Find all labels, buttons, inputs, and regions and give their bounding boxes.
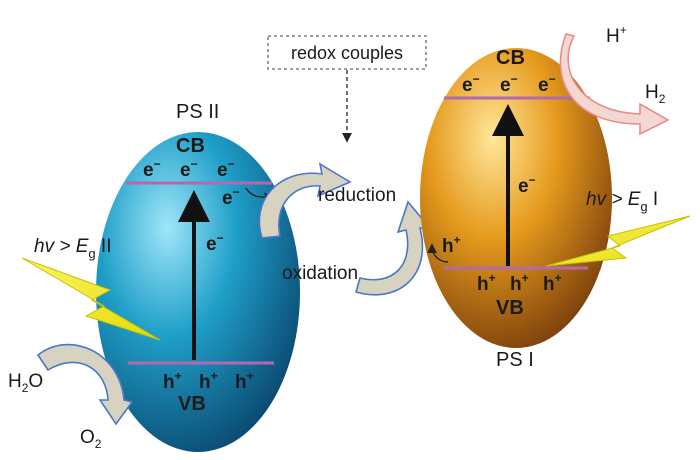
ps2-sphere [96, 132, 300, 452]
ps1-group: CB e− e− e− e− h+ h+ h+ h+ VB PS I hv > … [420, 23, 691, 371]
ps2-water-label: H2O [8, 371, 43, 395]
ps1-vb-holes: h+ h+ h+ [477, 271, 562, 295]
ps2-oxygen-label: O2 [80, 427, 102, 451]
ps1-sphere [420, 48, 612, 348]
ps2-vb-label: VB [178, 393, 206, 415]
ps1-hydrogen-evolution-arrow [559, 33, 670, 136]
redox-couples-box [267, 35, 427, 70]
oxidation-curved-arrow [355, 200, 432, 296]
ps2-excitation-label: hv > Eg II [34, 236, 112, 261]
svg-text:h+: h+ [510, 271, 529, 295]
redox-couples-label: redox couples [291, 43, 403, 63]
svg-text:e−: e− [500, 72, 518, 96]
svg-text:e−: e− [143, 157, 161, 181]
redox-group: redox couples reduction oxidation [258, 35, 432, 296]
ps1-lightning [545, 215, 691, 267]
ps1-cb-electrons: e− e− e− [462, 72, 556, 96]
svg-text:h+: h+ [235, 369, 254, 393]
svg-text:h+: h+ [543, 271, 562, 295]
svg-text:e−: e− [538, 72, 556, 96]
reduction-label: reduction [318, 185, 396, 206]
ps1-cb-label: CB [496, 47, 525, 69]
ps2-lightning [21, 257, 161, 341]
svg-text:e−: e− [462, 72, 480, 96]
reduction-curved-arrow [258, 162, 352, 239]
ps2-excited-electron: e− [206, 231, 224, 255]
ps2-group: PS II CB e− e− e− e− e− h+ h+ h+ VB hv >… [8, 101, 300, 452]
ps1-vb-label: VB [496, 297, 524, 319]
ps1-excited-electron: e− [518, 173, 536, 197]
ps2-cb-electrons: e− e− e− [143, 157, 235, 181]
svg-text:e−: e− [217, 157, 235, 181]
ps2-transfer-electron: e− [222, 185, 240, 209]
ps1-title: PS I [496, 349, 534, 371]
ps1-transfer-hook [427, 243, 449, 263]
svg-text:e−: e− [180, 157, 198, 181]
ps1-hydrogen-label: H2 [645, 82, 666, 106]
ps2-water-oxidation-arrow [36, 343, 134, 426]
svg-text:h+: h+ [199, 369, 218, 393]
ps2-title: PS II [176, 101, 219, 123]
ps1-proton-label: H+ [606, 23, 627, 47]
svg-text:h+: h+ [477, 271, 496, 295]
ps2-vb-holes: h+ h+ h+ [163, 369, 254, 393]
ps1-excitation-label: hv > Eg I [586, 189, 658, 214]
ps2-cb-label: CB [176, 135, 205, 157]
oxidation-label: oxidation [282, 263, 358, 284]
ps1-transfer-hole: h+ [442, 233, 461, 257]
svg-text:h+: h+ [163, 369, 182, 393]
